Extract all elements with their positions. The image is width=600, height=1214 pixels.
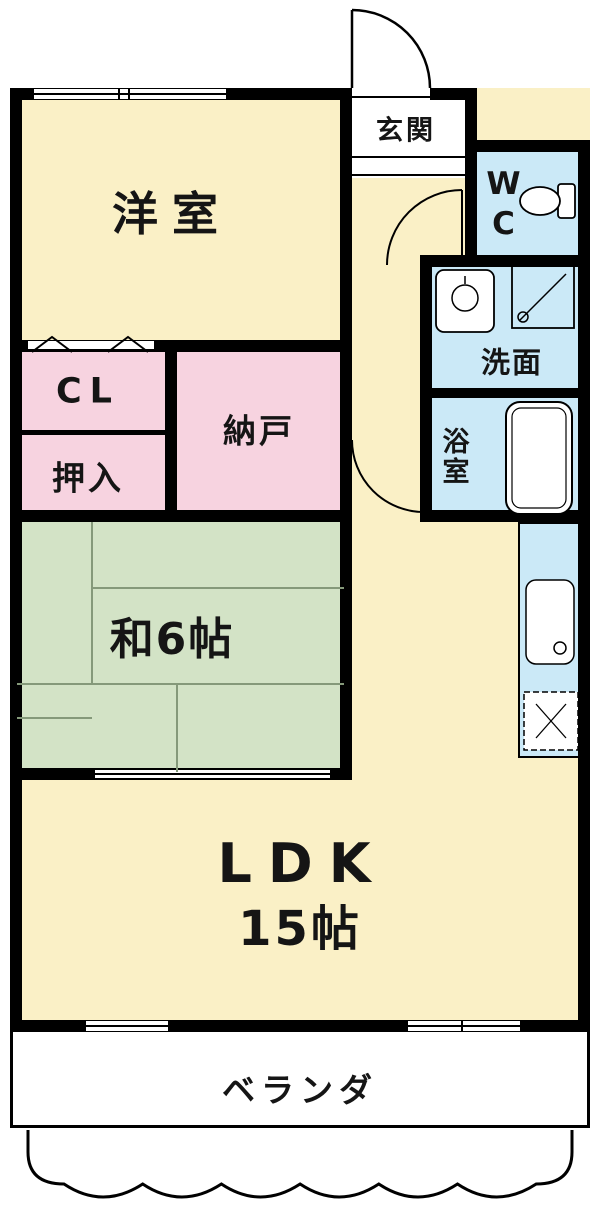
window-center-line	[86, 1025, 168, 1027]
entrance-threshold-line	[352, 96, 430, 98]
room-japanese-label: 和6帖	[109, 614, 235, 665]
entrance-door-swing-icon	[350, 8, 432, 89]
room-bath-label: 浴室	[437, 427, 469, 487]
wall-left	[10, 88, 22, 1032]
kitchen-counter-fill	[518, 522, 580, 758]
veranda-area	[10, 1032, 590, 1128]
window-mullion	[461, 1021, 463, 1031]
window-mullion	[118, 89, 120, 99]
wall-washroom-bath-divider	[420, 388, 590, 398]
wall-closet-right	[165, 340, 177, 522]
room-ldk-size-label: 15帖	[238, 901, 362, 957]
window-mullion	[128, 89, 130, 99]
room-closet-fill	[10, 345, 172, 435]
room-entrance-label: 玄関	[376, 115, 436, 147]
wall-washroom-top	[420, 255, 590, 267]
entrance-opening	[352, 88, 430, 100]
room-washroom-label: 洗面	[480, 345, 544, 380]
veranda-label: ベランダ	[222, 1070, 378, 1110]
room-wc-label: WC	[485, 166, 522, 246]
room-japanese-fill	[15, 518, 346, 774]
room-ldk-label: LDK	[217, 832, 387, 895]
room-entrance-fill	[352, 100, 465, 178]
room-western-label: 洋室	[112, 187, 232, 241]
closet-opening-line	[28, 349, 154, 351]
veranda-scallop-edge	[26, 1130, 574, 1199]
entrance-step-line-2	[352, 174, 465, 176]
sliding-door-line	[95, 773, 330, 775]
room-closet-label: CL	[56, 371, 120, 412]
entrance-step-line-1	[352, 156, 465, 158]
room-storage-label: 納戸	[223, 411, 295, 451]
wall-mid-bottom	[10, 510, 352, 522]
wall-hall-right	[465, 88, 477, 265]
closet-opening	[28, 341, 154, 351]
room-oshiire-fill	[10, 435, 172, 520]
wall-west-right	[340, 88, 352, 780]
wall-right	[578, 140, 590, 1032]
room-storage-fill	[172, 345, 352, 520]
wall-closet-divider	[10, 430, 165, 435]
wall-bath-bottom	[420, 510, 590, 522]
window-center-line	[34, 93, 226, 95]
room-oshiire-label: 押入	[52, 458, 124, 498]
window-center-line	[408, 1025, 520, 1027]
wall-wc-top	[465, 140, 590, 152]
